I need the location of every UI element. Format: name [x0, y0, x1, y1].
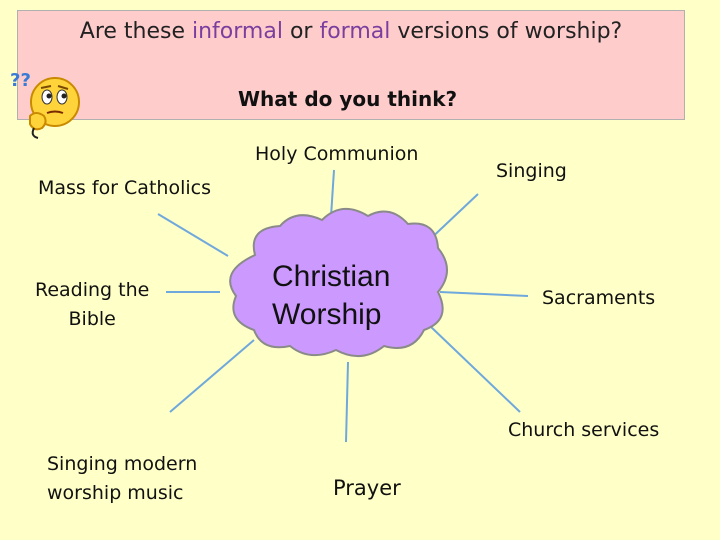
spoke-sacraments [439, 291, 529, 297]
word-formal: formal [319, 19, 391, 44]
label-reading-bible: Reading the Bible [35, 276, 149, 334]
label-church-services: Church services [508, 419, 660, 441]
reading-line2: Bible [68, 308, 116, 330]
title-banner: Are these informal or formal versions of… [17, 10, 685, 120]
spoke-church-services [429, 325, 521, 413]
question-title: Are these informal or formal versions of… [18, 19, 684, 44]
label-prayer: Prayer [333, 476, 401, 500]
spoke-modern-worship [169, 339, 255, 413]
label-singing: Singing [496, 160, 567, 182]
word-or: or [282, 19, 320, 44]
reading-line1: Reading the [35, 279, 150, 301]
worship-cloud [229, 208, 448, 357]
question-prefix: Are these [79, 19, 192, 44]
spoke-mass [157, 213, 229, 257]
label-holy-communion: Holy Communion [255, 143, 419, 165]
label-mass: Mass for Catholics [38, 177, 211, 199]
face [30, 77, 80, 127]
center-label: Christian Worship [272, 258, 390, 334]
thinking-face-icon: ?? [10, 70, 80, 139]
spoke-prayer [345, 361, 349, 443]
question-suffix: versions of worship? [390, 19, 623, 44]
label-modern-worship: Singing modern worship music [47, 450, 197, 508]
subquestion: What do you think? [238, 87, 458, 111]
modern-line1: Singing modern [47, 453, 198, 475]
word-informal: informal [192, 19, 283, 44]
center-line1: Christian [272, 260, 391, 293]
question-marks: ?? [10, 70, 31, 91]
modern-line2: worship music [47, 482, 184, 504]
label-sacraments: Sacraments [542, 287, 656, 309]
center-line2: Worship [272, 298, 382, 331]
